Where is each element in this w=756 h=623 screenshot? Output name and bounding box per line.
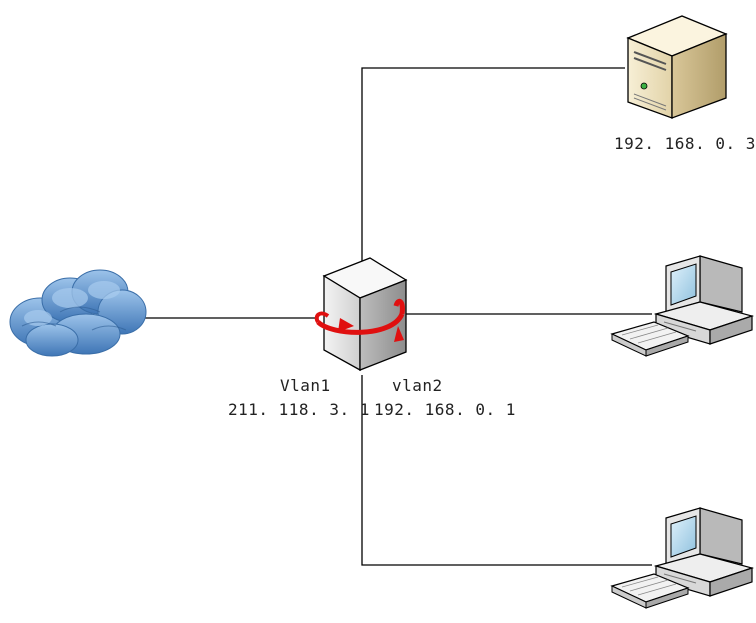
vlan2-name-label: vlan2 [392, 376, 443, 395]
server-ip-label: 192. 168. 0. 3 [614, 134, 756, 153]
vlan1-ip-label: 211. 118. 3. 1 [228, 400, 370, 419]
vlan1-name-label: Vlan1 [280, 376, 331, 395]
router-icon [314, 257, 408, 372]
pc-icon [611, 507, 753, 609]
pc-icon [611, 255, 753, 357]
link-router-pc2 [361, 375, 652, 566]
connections [143, 67, 652, 566]
link-router-server [361, 67, 625, 262]
vlan2-ip-label: 192. 168. 0. 1 [374, 400, 516, 419]
cloud-icon [9, 269, 147, 357]
server-icon [626, 15, 728, 119]
